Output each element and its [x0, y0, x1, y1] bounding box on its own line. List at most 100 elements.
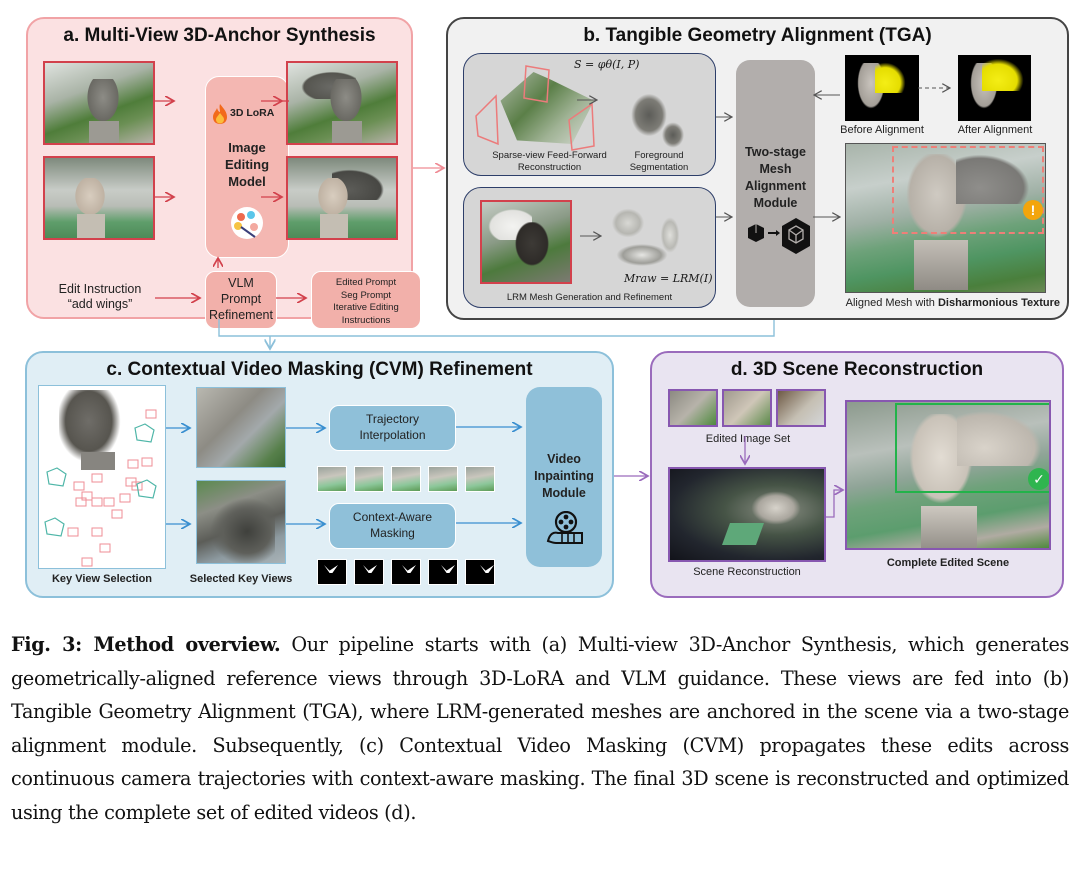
camera-pose-marker [67, 527, 79, 537]
camera-pose-marker [141, 457, 153, 467]
mask-shape [480, 565, 494, 573]
lora-label: 3D LoRA [230, 107, 275, 119]
aligned-label-prefix: Aligned Mesh with [845, 297, 938, 309]
after-alignment-label: After Alignment [957, 124, 1033, 136]
refined-prompts-label: Edited Prompt Seg Prompt Iterative Editi… [312, 277, 420, 327]
horse-statue-shape [328, 79, 364, 125]
model-label-line: Model [228, 174, 266, 189]
video-inpainting-label: Video Inpainting Module [526, 451, 602, 502]
lrm-label: LRM Mesh Generation and Refinement [506, 292, 673, 303]
formula-s: S = φθ(I, P) [574, 58, 640, 71]
sparse-view-label: Sparse-view Feed-Forward Reconstruction [472, 150, 627, 174]
camera-pose-marker [103, 497, 115, 507]
vlm-label-line: VLM [228, 276, 254, 290]
prompt-line: Edited Prompt [335, 277, 397, 288]
interpolated-frame-thumb [317, 466, 347, 492]
camera-pose-marker [131, 481, 143, 491]
camera-pose-marker [91, 497, 103, 507]
selected-key-camera-marker [134, 423, 155, 443]
panel-b-geometry-alignment: b. Tangible Geometry Alignment (TGA) S =… [446, 17, 1069, 320]
interpolated-frame-thumb [428, 466, 458, 492]
disharmony-region-box [892, 146, 1044, 234]
module-label-line: Two-stage [745, 145, 806, 159]
camera-pose-marker [75, 497, 87, 507]
edited-image-thumb [722, 389, 772, 427]
edited-image-set [668, 389, 828, 427]
fg-label-line: Segmentation [629, 161, 689, 173]
mask-shape [324, 565, 338, 573]
video-label-line: Inpainting [534, 469, 594, 483]
prompt-line: Seg Prompt [340, 289, 392, 301]
trajectory-interpolation-box: Trajectory Interpolation [329, 405, 456, 451]
pegasus-statue-shape [748, 489, 804, 527]
lrm-input-photo [480, 200, 572, 284]
edited-image-thumb [776, 389, 826, 427]
panel-d-title: d. 3D Scene Reconstruction [730, 359, 984, 380]
mask-frame-thumb [465, 559, 495, 585]
wing-shape [956, 150, 1036, 204]
video-label-line: Module [542, 486, 586, 500]
figure-caption: Fig. 3: Method overview. Our pipeline st… [11, 628, 1069, 829]
harmonized-region-box [895, 403, 1049, 493]
model-label-line: Editing [224, 157, 270, 172]
traj-label-line: Interpolation [359, 428, 426, 442]
scene-reconstruction-photo [668, 467, 826, 562]
statue-pedestal-shape [921, 506, 977, 548]
mask-label-line: Context-Aware [352, 510, 433, 524]
camera-pose-marker [73, 481, 85, 491]
yellow-wing-shape [875, 59, 909, 93]
mask-shape [363, 565, 377, 573]
module-label-line: Mesh [759, 162, 792, 176]
interpolated-frame-thumb [391, 466, 421, 492]
edited-view-photo-2 [286, 156, 398, 240]
mesh-alignment-module-box: Two-stage Mesh Alignment Module [736, 60, 815, 307]
edited-image-set-label: Edited Image Set [705, 433, 791, 445]
edit-instruction-line: “add wings” [67, 297, 133, 311]
camera-pose-marker [99, 543, 111, 553]
yellow-wing-shape [982, 55, 1028, 91]
camera-pose-marker [119, 493, 131, 503]
context-aware-masking-box: Context-Aware Masking [329, 503, 456, 549]
mesh-piece-shape [609, 206, 647, 240]
camera-poses-plot [44, 409, 157, 567]
statue-pedestal-shape [77, 214, 105, 238]
camera-pose-marker [91, 527, 103, 537]
selected-key-view-photo-2 [196, 480, 286, 564]
key-view-selection-panel [38, 385, 166, 569]
sparse-label-line: Sparse-view Feed-Forward [492, 150, 607, 161]
interpolated-frame-thumb [354, 466, 384, 492]
camera-pose-marker [111, 509, 123, 519]
vlm-label-line: Refinement [209, 308, 273, 322]
selected-key-camera-marker [46, 467, 67, 487]
mask-frame-thumb [354, 559, 384, 585]
wing-shape [957, 406, 1049, 466]
interpolated-frame-thumb [465, 466, 495, 492]
mesh-piece-shape [612, 242, 672, 268]
sparse-reconstruction-box: S = φθ(I, P) Sparse-view Feed-Forward Re… [463, 53, 716, 176]
edited-view-photo-1 [286, 61, 398, 145]
key-view-selection-label: Key View Selection [51, 573, 153, 585]
edited-image-thumb [668, 389, 718, 427]
mask-shape [402, 565, 416, 573]
refined-prompts-box: Edited Prompt Seg Prompt Iterative Editi… [311, 271, 421, 329]
a-b-merge-connector [218, 319, 775, 337]
panel-a-title: a. Multi-View 3D-Anchor Synthesis [63, 25, 376, 46]
horse-statue-shape [85, 79, 121, 125]
camera-pose-marker [81, 491, 93, 501]
horse-head-shape [205, 493, 275, 563]
flame-icon [212, 103, 228, 128]
horse-statue-shape [73, 178, 107, 218]
camera-pose-marker [145, 409, 157, 419]
aligned-label-bold: Disharmonious Texture [937, 297, 1060, 309]
mask-shape [441, 565, 455, 573]
module-label-line: Module [753, 196, 798, 210]
video-inpainting-module-box: Video Inpainting Module [526, 387, 602, 567]
mask-frames-strip [317, 559, 517, 585]
image-editing-model-box: 3D LoRA Image Editing Model [205, 76, 289, 258]
selected-key-views-label: Selected Key Views [189, 573, 293, 585]
selected-key-camera-marker [136, 479, 157, 499]
mesh-alignment-label: Two-stage Mesh Alignment Module [736, 144, 815, 212]
prompt-line: Iterative Editing [333, 302, 399, 313]
statue-pedestal-shape [81, 452, 115, 470]
before-alignment-photo [845, 55, 919, 121]
